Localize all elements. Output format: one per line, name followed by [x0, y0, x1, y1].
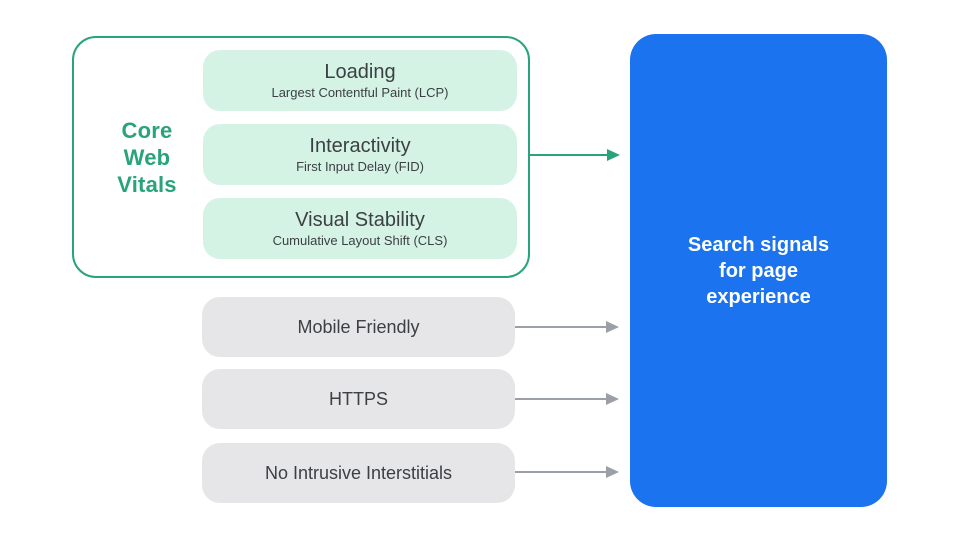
arrow-head-icon	[606, 393, 619, 405]
signal-box-no-intrusive-interstitials: No Intrusive Interstitials	[202, 443, 515, 503]
signal-label-mobile-friendly: Mobile Friendly	[297, 317, 420, 337]
vital-box-visual-stability: Visual Stability Cumulative Layout Shift…	[203, 198, 517, 259]
signal-box-https: HTTPS	[202, 369, 515, 429]
arrow-head-icon	[607, 149, 620, 161]
arrow-https-icon	[515, 393, 619, 405]
vital-title-interactivity: Interactivity	[309, 135, 411, 157]
core-web-vitals-label: Core Web Vitals	[117, 118, 177, 197]
arrow-mobile-friendly-icon	[515, 321, 619, 333]
vital-box-interactivity: Interactivity First Input Delay (FID)	[203, 124, 517, 185]
arrow-head-icon	[606, 466, 619, 478]
arrow-core-web-vitals-icon	[530, 149, 620, 161]
search-signals-box: Search signals for page experience	[630, 34, 887, 507]
vital-title-loading: Loading	[324, 61, 396, 83]
vital-subtitle-fid: First Input Delay (FID)	[296, 159, 424, 174]
arrow-head-icon	[606, 321, 619, 333]
arrow-line	[515, 326, 608, 328]
arrow-line	[515, 471, 608, 473]
signal-label-no-intrusive-interstitials: No Intrusive Interstitials	[264, 463, 453, 483]
arrow-line	[515, 398, 608, 400]
arrow-no-intrusive-interstitials-icon	[515, 466, 619, 478]
signal-label-https: HTTPS	[328, 389, 388, 409]
search-signals-label: Search signals for page experience	[687, 233, 830, 308]
vital-box-loading: Loading Largest Contentful Paint (LCP)	[203, 50, 517, 111]
vital-subtitle-cls: Cumulative Layout Shift (CLS)	[272, 233, 448, 248]
arrow-line	[530, 154, 609, 156]
signal-box-mobile-friendly: Mobile Friendly	[202, 297, 515, 357]
vital-title-visual-stability: Visual Stability	[295, 209, 425, 231]
vital-subtitle-lcp: Largest Contentful Paint (LCP)	[271, 85, 449, 100]
